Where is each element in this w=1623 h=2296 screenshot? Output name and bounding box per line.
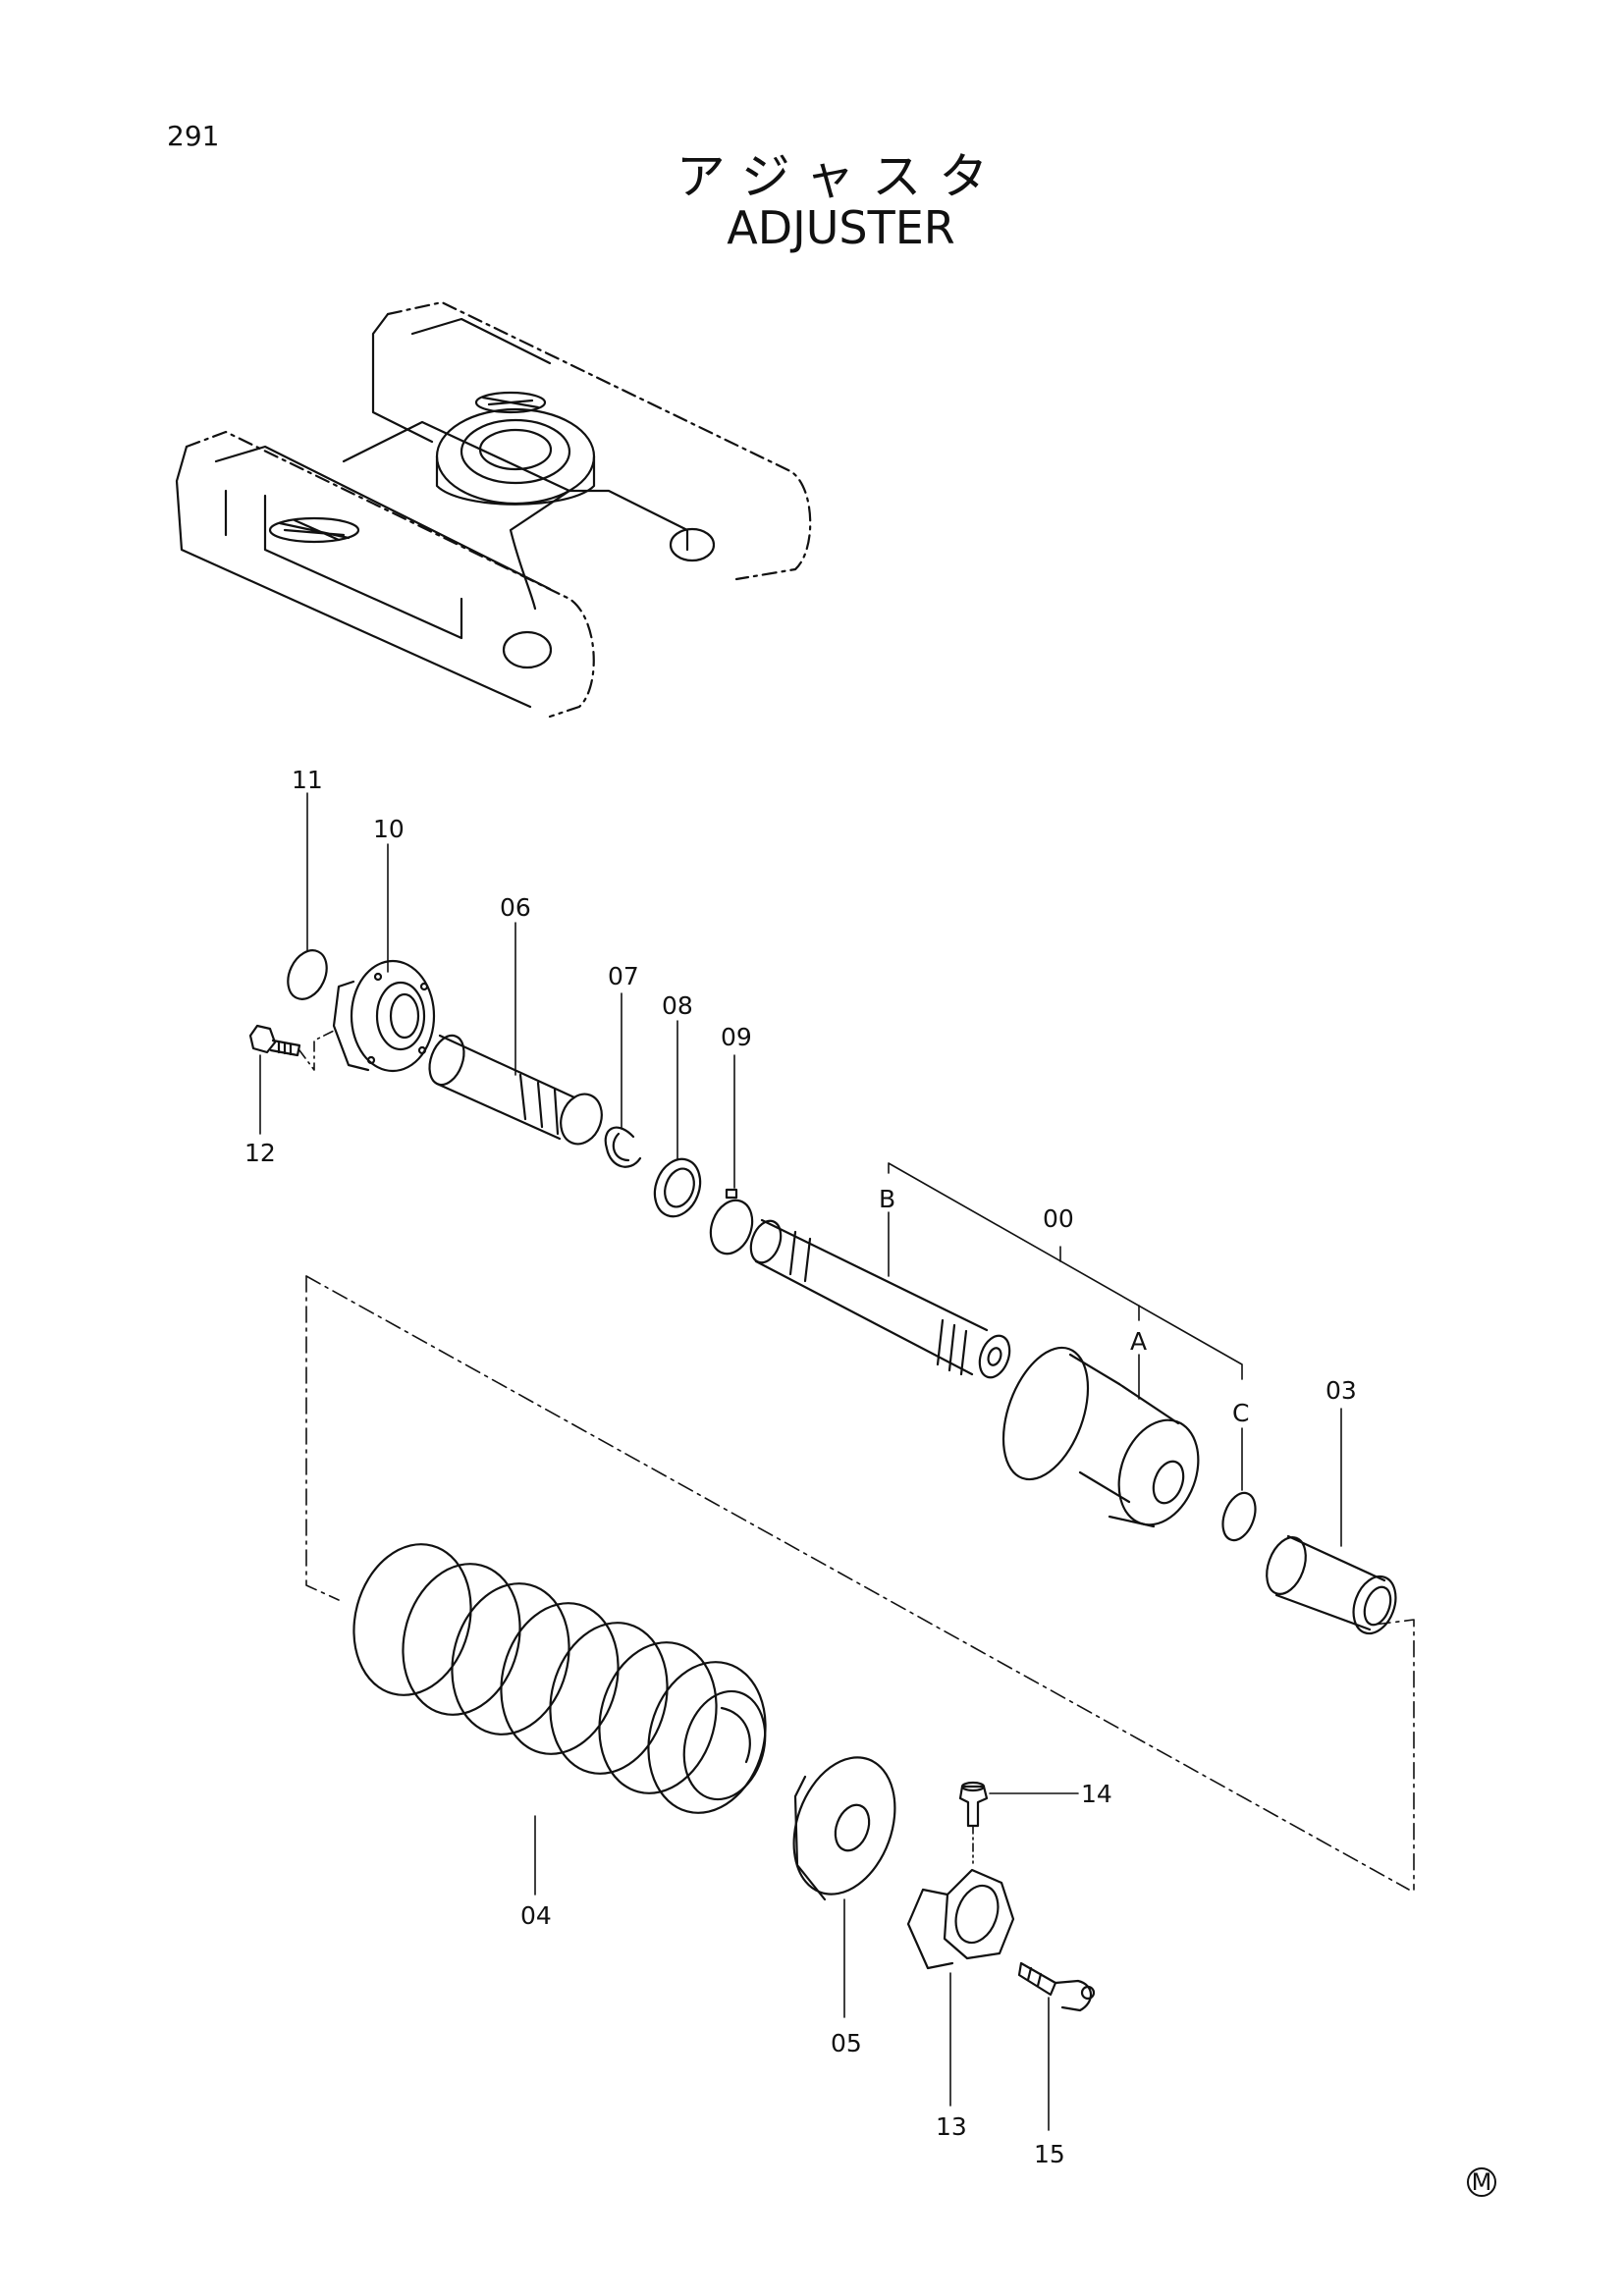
model-mark-letter: M xyxy=(1472,2168,1492,2196)
callout-10: 10 xyxy=(373,815,405,843)
callout-14: 14 xyxy=(1081,1780,1112,1808)
callout-b: B xyxy=(879,1185,895,1213)
assembly-guide-lines xyxy=(305,1275,1415,1891)
callout-12: 12 xyxy=(244,1139,276,1167)
part-10-flange xyxy=(332,843,436,1073)
callout-c: C xyxy=(1232,1399,1249,1427)
part-11-o-ring xyxy=(287,949,328,1000)
callout-07: 07 xyxy=(608,962,639,990)
callout-03: 03 xyxy=(1325,1376,1357,1405)
undercarriage-overview xyxy=(175,300,812,719)
part-06-piston xyxy=(428,922,603,1146)
part-04-spring xyxy=(352,1543,767,1896)
callout-a: A xyxy=(1130,1327,1147,1356)
part-08-ring xyxy=(653,1020,702,1218)
part-00-cylinder-assembly xyxy=(749,1162,1257,1542)
title-english: ADJUSTER xyxy=(727,201,955,254)
part-03-bushing xyxy=(1266,1408,1397,1635)
callout-11: 11 xyxy=(292,766,323,794)
part-14-valve xyxy=(958,1781,1079,1864)
part-12-bolt xyxy=(248,1024,335,1135)
part-13-nut xyxy=(906,1868,1015,2107)
callout-labels: 11 10 06 07 08 09 12 B 00 A C 03 04 14 0… xyxy=(244,766,1357,2168)
callout-06: 06 xyxy=(500,893,531,922)
callout-04: 04 xyxy=(520,1901,552,1930)
callout-15: 15 xyxy=(1034,2140,1065,2168)
part-07-snap-ring xyxy=(604,1126,642,1168)
part-05-spring-seat xyxy=(792,1756,896,2018)
callout-05: 05 xyxy=(831,2029,862,2057)
callout-00: 00 xyxy=(1043,1204,1074,1233)
title-japanese: アジャスタ xyxy=(676,148,1006,205)
callout-08: 08 xyxy=(662,991,693,1020)
part-15-grease-fitting xyxy=(1017,1961,1096,2131)
page-number: 291 xyxy=(167,120,220,152)
model-mark: M xyxy=(1467,2167,1496,2197)
callout-09: 09 xyxy=(721,1023,752,1051)
callout-13: 13 xyxy=(936,2112,967,2141)
part-09-retaining-ring xyxy=(709,1054,754,1255)
